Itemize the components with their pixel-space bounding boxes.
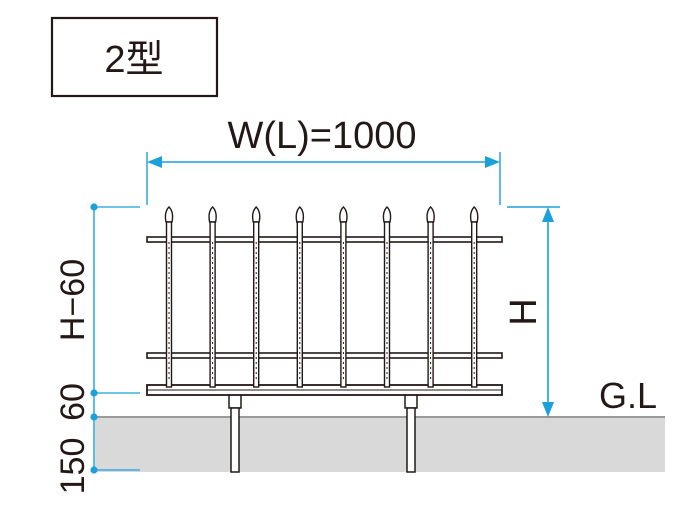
picket (426, 206, 435, 388)
top-rail (146, 236, 503, 243)
picket (295, 206, 305, 388)
picket (251, 206, 261, 388)
picket (382, 206, 392, 388)
picket (208, 206, 217, 388)
depth-dim-label: 150 (54, 438, 92, 495)
height-label: H (503, 298, 545, 325)
lower-dim-label: 60 (54, 383, 92, 421)
picket (164, 206, 174, 388)
width-dimension (146, 152, 501, 205)
upper-dim-label: H−60 (54, 259, 92, 341)
type-label-box: 2型 (50, 16, 219, 98)
left-dimensions (90, 203, 140, 474)
fence (146, 206, 503, 473)
ground (95, 416, 665, 472)
middle-rail (146, 352, 503, 359)
picket (339, 206, 348, 388)
pickets (164, 206, 479, 388)
type-label: 2型 (104, 39, 163, 81)
ground-label: G.L (599, 375, 657, 416)
width-label: W(L)=1000 (227, 115, 416, 157)
picket (469, 206, 479, 388)
height-dimension (507, 206, 560, 417)
